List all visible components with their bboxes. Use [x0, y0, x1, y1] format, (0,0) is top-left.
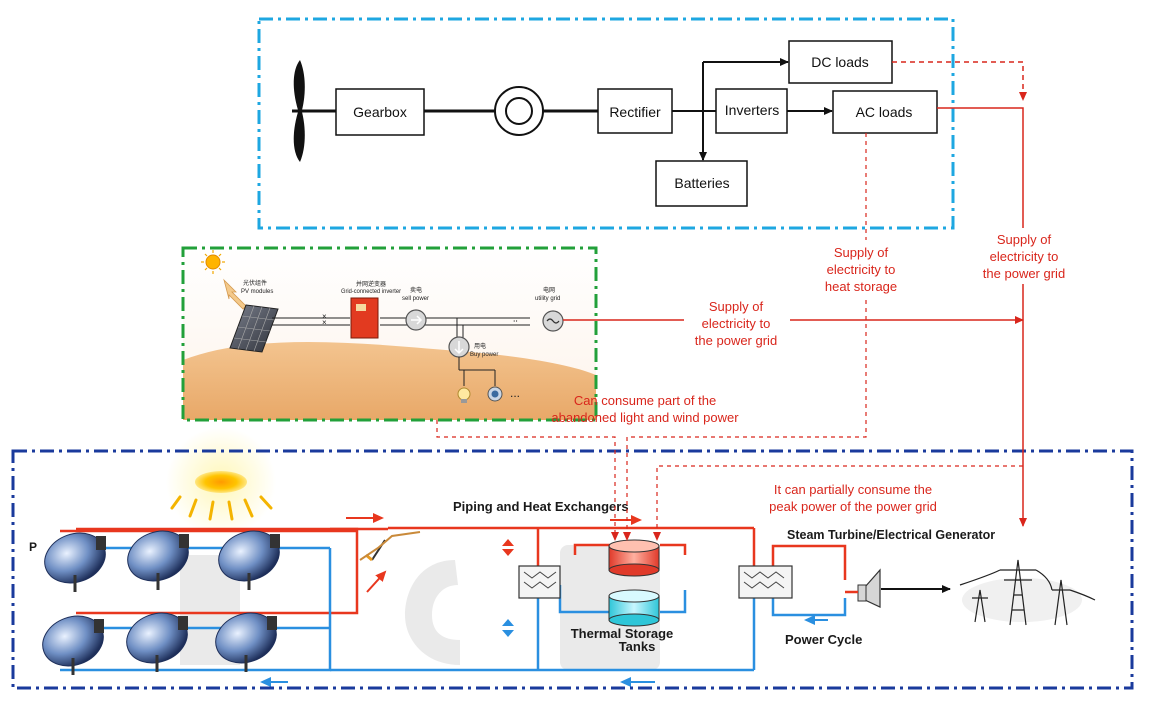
- sell-meter-icon: [405, 309, 427, 331]
- pv-storage-dashed: [436, 420, 619, 541]
- buy-power-label: Buy power: [470, 352, 498, 358]
- grid-peak-dashed: [653, 465, 1023, 541]
- buy-cn-label: 用电: [474, 342, 486, 350]
- solar-dish-array: [42, 530, 280, 675]
- large-sun-icon: [166, 427, 276, 537]
- solar-dish-4: [42, 615, 104, 675]
- solar-dish-1: [44, 532, 106, 592]
- solar-dish-5: [126, 612, 188, 672]
- heat-exchanger-1: [518, 565, 561, 599]
- switch-icon: ×: [322, 318, 327, 327]
- pv-panel-icon: [229, 304, 279, 353]
- wind-supply-grid-label-1: Supply of: [997, 232, 1052, 247]
- csp-system-frame: [11, 449, 1134, 690]
- hot-pipe-network: [76, 526, 847, 615]
- utility-grid-icon: [542, 310, 564, 332]
- pv-modules-label: PV modules: [241, 289, 273, 295]
- updown-arrow-hot: [502, 539, 514, 556]
- heat-storage-label-1: Supply of: [834, 245, 889, 260]
- peak-power-label-2: peak power of the power grid: [769, 499, 937, 514]
- wind-turbine-icon: [292, 60, 336, 162]
- piping-heat-exchangers-label: Piping and Heat Exchangers: [453, 499, 629, 514]
- inverters-block: Inverters: [715, 88, 788, 134]
- dc-loads-label: DC loads: [811, 54, 869, 70]
- steam-turbine-icon: [845, 568, 881, 608]
- small-sun-icon: [201, 250, 225, 274]
- grid-cn-label: 电网: [543, 286, 555, 294]
- storage-label-line-1: Thermal Storage: [571, 626, 674, 641]
- generator-icon: [494, 86, 544, 136]
- batteries-label: Batteries: [674, 175, 729, 191]
- pv-supply-grid-label-3: the power grid: [695, 333, 777, 348]
- wind-supply-grid-label-3: the power grid: [983, 266, 1065, 281]
- dc-loads-block: DC loads: [788, 40, 893, 84]
- abandoned-power-label-2: abandoned light and wind power: [551, 410, 739, 425]
- flow-arrow-hot-2: [366, 570, 387, 593]
- grid-switch-icon: ⸱⸱: [513, 316, 518, 326]
- dc-loads-dashed-connector: [892, 61, 1027, 101]
- pv-modules-cn-label: 光伏组件: [243, 279, 267, 287]
- sell-power-label: sell power: [402, 296, 429, 302]
- rectifier-block: Rectifier: [597, 88, 673, 134]
- heat-storage-dashed-2: [623, 300, 867, 541]
- batteries-block: Batteries: [655, 160, 748, 207]
- power-cycle-label: Power Cycle: [785, 632, 862, 647]
- svg-text:×: ×: [322, 312, 327, 321]
- utility-grid-label: utility grid: [535, 296, 560, 302]
- sell-cn-label: 卖电: [410, 286, 422, 294]
- sunlight-arrow-icon: [223, 278, 247, 310]
- left-edge-letter: P: [29, 540, 37, 554]
- solar-dish-3: [218, 530, 280, 590]
- receiver-tower-icon: [359, 531, 421, 562]
- pv-system-panel: 光伏组件 PV modules × × ⸱⸱ 并网逆变器 Grid-connec…: [181, 246, 598, 422]
- solar-dish-6: [215, 612, 277, 672]
- buy-meter-icon: [448, 336, 470, 358]
- light-bulb-icon: [457, 387, 471, 403]
- heat-exchanger-2: [738, 565, 793, 599]
- ac-loads-grid-connector: [937, 107, 1024, 228]
- pv-supply-grid-label-1: Supply of: [709, 299, 764, 314]
- ac-loads-label: AC loads: [856, 104, 913, 120]
- cold-pipe-network: [60, 546, 847, 672]
- inverter-label-1: Grid-connected inverter: [341, 289, 401, 295]
- hot-storage-tank: [608, 539, 660, 577]
- solar-dish-2: [127, 530, 189, 590]
- heat-storage-label-3: heat storage: [825, 279, 897, 294]
- wind-system-frame: [257, 17, 955, 230]
- turbine-generator-label: Steam Turbine/Electrical Generator: [787, 528, 995, 542]
- storage-label-line-2: Tanks: [619, 639, 656, 654]
- inverter-icon: [350, 297, 379, 339]
- ac-loads-block: AC loads: [832, 90, 938, 134]
- wind-supply-grid-label-2: electricity to: [990, 249, 1059, 264]
- inverter-cn-label: 并网逆变器: [356, 280, 386, 288]
- gearbox-block: Gearbox: [335, 88, 425, 136]
- rectifier-label: Rectifier: [609, 104, 661, 120]
- inverters-label: Inverters: [725, 102, 779, 118]
- updown-arrow-cold: [502, 619, 514, 637]
- transmission-tower-icon: [959, 559, 1096, 626]
- pv-system-frame: [181, 246, 598, 422]
- gearbox-label: Gearbox: [353, 104, 407, 120]
- heat-storage-label-2: electricity to: [827, 262, 896, 277]
- abandoned-power-label-1: Can consume part of the: [574, 393, 716, 408]
- cold-storage-tank: [608, 589, 660, 627]
- peak-power-label-1: It can partially consume the: [774, 482, 932, 497]
- more-loads-ellipsis: ...: [510, 386, 520, 400]
- appliance-icon: [487, 386, 503, 402]
- pv-supply-grid-label-2: electricity to: [702, 316, 771, 331]
